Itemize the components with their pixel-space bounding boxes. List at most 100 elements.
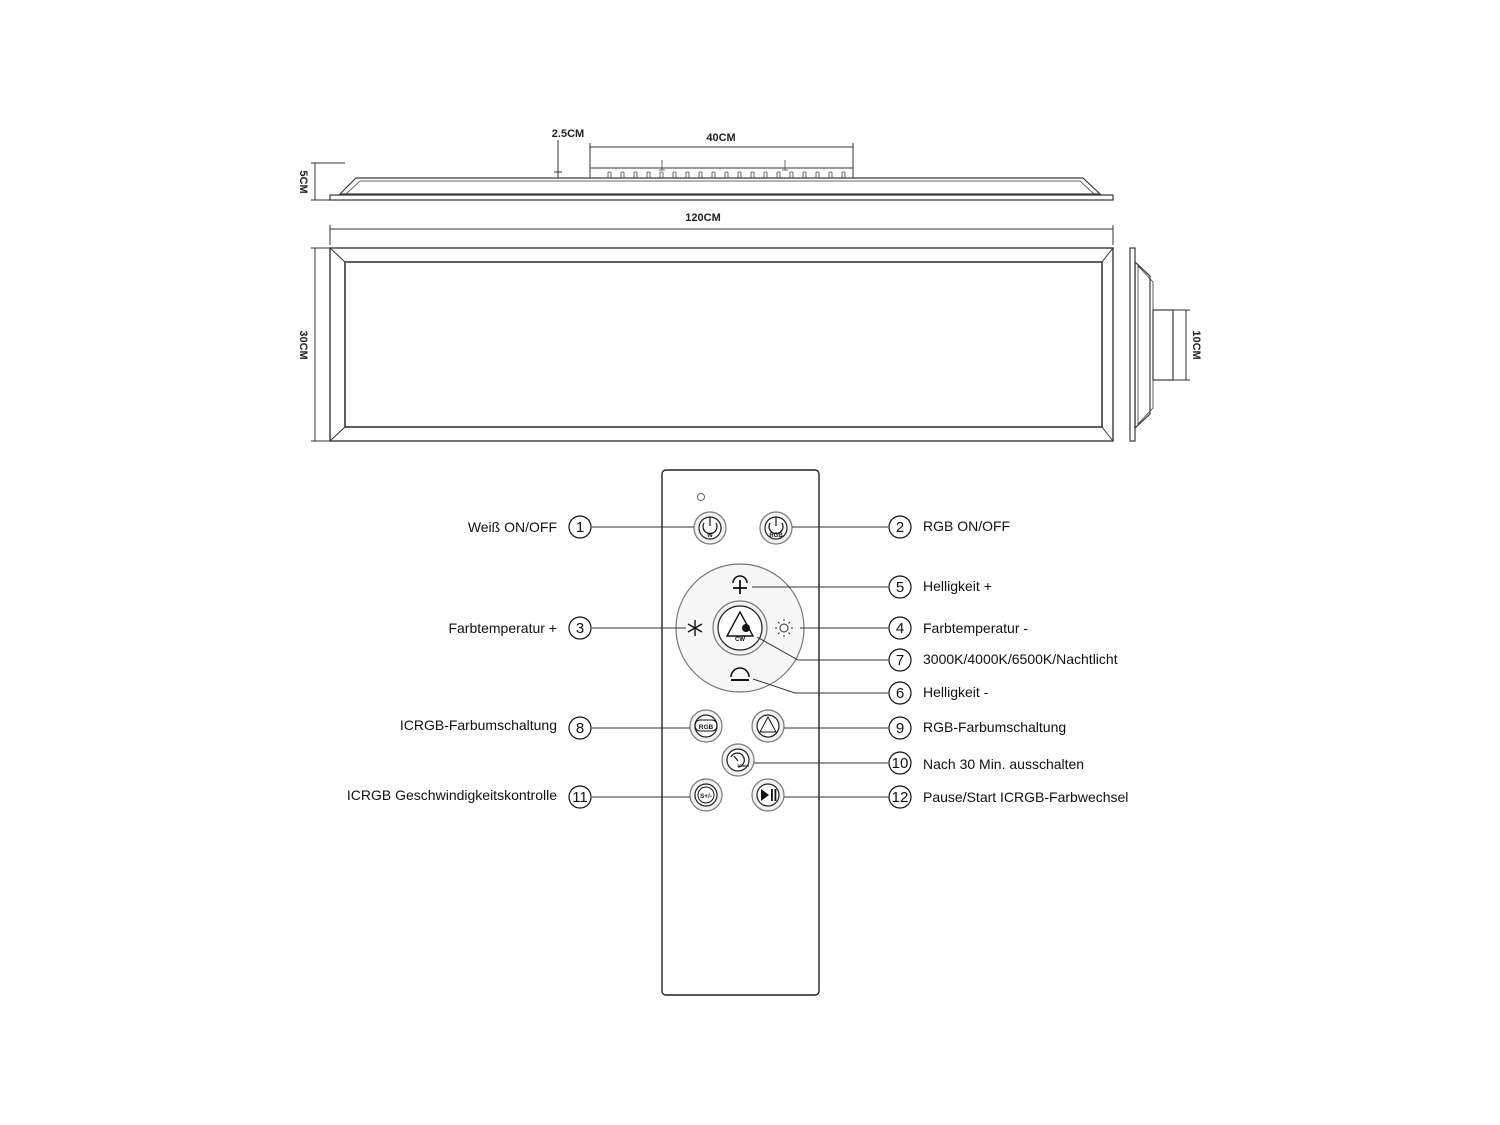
callout-5-number: 5 <box>896 579 904 596</box>
callout-1 <box>568 515 592 539</box>
cct-center-label: CW <box>735 637 745 643</box>
callout-8 <box>568 716 592 740</box>
rgb-color-switch-button[interactable] <box>751 709 785 743</box>
callout-3-number: 3 <box>576 620 584 637</box>
callout-4-label: Farbtemperatur - <box>923 620 1028 636</box>
moon-icon <box>742 624 750 632</box>
side-view: 40CM 2.5CM 5CM <box>297 128 1114 201</box>
rgb-pill-icon <box>694 719 718 732</box>
stud <box>737 171 742 179</box>
callout-12-number: 12 <box>892 789 909 806</box>
cycle-triangle-icon <box>725 610 755 637</box>
white-power-button[interactable]: W <box>693 511 727 545</box>
callout-5 <box>888 575 912 599</box>
stud <box>828 171 833 179</box>
stud <box>607 171 612 179</box>
remote-control: W RGB <box>661 469 820 996</box>
callout-7-number: 7 <box>896 652 904 669</box>
stud <box>802 171 807 179</box>
timer-label: 30min <box>737 763 749 768</box>
callout-10-number: 10 <box>892 755 909 772</box>
dimmer-arc-icon <box>730 667 750 678</box>
callout-8-number: 8 <box>576 720 584 737</box>
stud <box>620 171 625 179</box>
clock-icon <box>730 752 745 768</box>
play-pause-icon <box>761 789 777 801</box>
stud <box>789 171 794 179</box>
callout-9-number: 9 <box>896 720 904 737</box>
stud <box>724 171 729 179</box>
callout-9 <box>888 716 912 740</box>
stud <box>711 171 716 179</box>
stud <box>698 171 703 179</box>
callout-6 <box>888 681 912 705</box>
play-pause-button[interactable] <box>751 778 785 812</box>
callouts: 1 Weiß ON/OFF 2 RGB ON/OFF 3 Farbtempera… <box>347 515 1128 809</box>
callout-4 <box>888 616 912 640</box>
cycle-triangle-icon <box>759 715 777 733</box>
callout-12 <box>888 785 912 809</box>
callout-12-label: Pause/Start ICRGB-Farbwechsel <box>923 789 1128 805</box>
icrgb-label: RGB <box>699 724 714 731</box>
stud <box>633 171 638 179</box>
callout-11 <box>568 785 592 809</box>
callout-2 <box>888 515 912 539</box>
callout-9-label: RGB-Farbumschaltung <box>923 719 1066 735</box>
icrgb-color-switch-button[interactable]: RGB <box>689 709 723 743</box>
icrgb-speed-button[interactable]: S+/- <box>689 778 723 812</box>
callout-2-number: 2 <box>896 519 904 536</box>
brightness-up-button[interactable] <box>732 575 748 594</box>
speed-ring-icon <box>697 786 715 804</box>
power-icon <box>702 517 718 535</box>
dim-2-5cm: 2.5CM <box>552 128 584 140</box>
timer-30min-button[interactable]: 30min <box>721 743 755 777</box>
brightness-down-button[interactable] <box>730 667 750 681</box>
speed-label: S+/- <box>700 793 712 800</box>
callout-3 <box>568 616 592 640</box>
callout-7-label: 3000K/4000K/6500K/Nachtlicht <box>923 651 1118 667</box>
indicator-led <box>697 493 705 501</box>
stud <box>672 171 677 179</box>
rgb-power-button[interactable]: RGB <box>759 511 793 545</box>
callout-5-label: Helligkeit + <box>923 578 992 594</box>
stud <box>750 171 755 179</box>
stud <box>776 171 781 179</box>
snowflake-icon <box>687 620 703 636</box>
callout-2-label: RGB ON/OFF <box>923 518 1010 534</box>
callout-7 <box>888 648 912 672</box>
dim-40cm: 40CM <box>706 132 735 144</box>
stud <box>659 171 664 179</box>
callout-1-number: 1 <box>576 519 584 536</box>
driver-box-studs <box>607 160 846 179</box>
stud <box>815 171 820 179</box>
mounting-hook <box>659 160 665 171</box>
dim-120cm: 120CM <box>685 212 720 224</box>
dim-30cm: 30CM <box>297 330 309 359</box>
dim-5cm: 5CM <box>297 170 309 193</box>
callout-8-label: ICRGB-Farbumschaltung <box>400 717 557 733</box>
dim-10cm: 10CM <box>1190 330 1202 359</box>
callout-11-number: 11 <box>572 789 588 806</box>
stud <box>841 171 846 179</box>
power-icon <box>768 517 784 535</box>
white-power-label: W <box>707 533 713 539</box>
color-temp-plus-button[interactable] <box>687 620 703 636</box>
callout-4-number: 4 <box>896 620 904 637</box>
color-temp-minus-button[interactable] <box>775 619 793 637</box>
callout-6-label: Helligkeit - <box>923 684 989 700</box>
callout-10-label: Nach 30 Min. ausschalten <box>923 756 1084 772</box>
rgb-power-label: RGB <box>769 533 783 539</box>
stud <box>763 171 768 179</box>
cct-cycle-button[interactable]: CW <box>712 600 768 656</box>
sun-icon <box>775 619 793 637</box>
end-view: 10CM <box>1129 247 1202 442</box>
dimmer-arc-icon <box>732 575 748 584</box>
callout-3-label: Farbtemperatur + <box>448 620 557 636</box>
callout-1-label: Weiß ON/OFF <box>468 519 557 535</box>
callout-10 <box>888 751 912 775</box>
stud <box>685 171 690 179</box>
callout-6-number: 6 <box>896 685 904 702</box>
stud <box>646 171 651 179</box>
callout-11-label: ICRGB Geschwindigkeitskontrolle <box>347 787 557 803</box>
